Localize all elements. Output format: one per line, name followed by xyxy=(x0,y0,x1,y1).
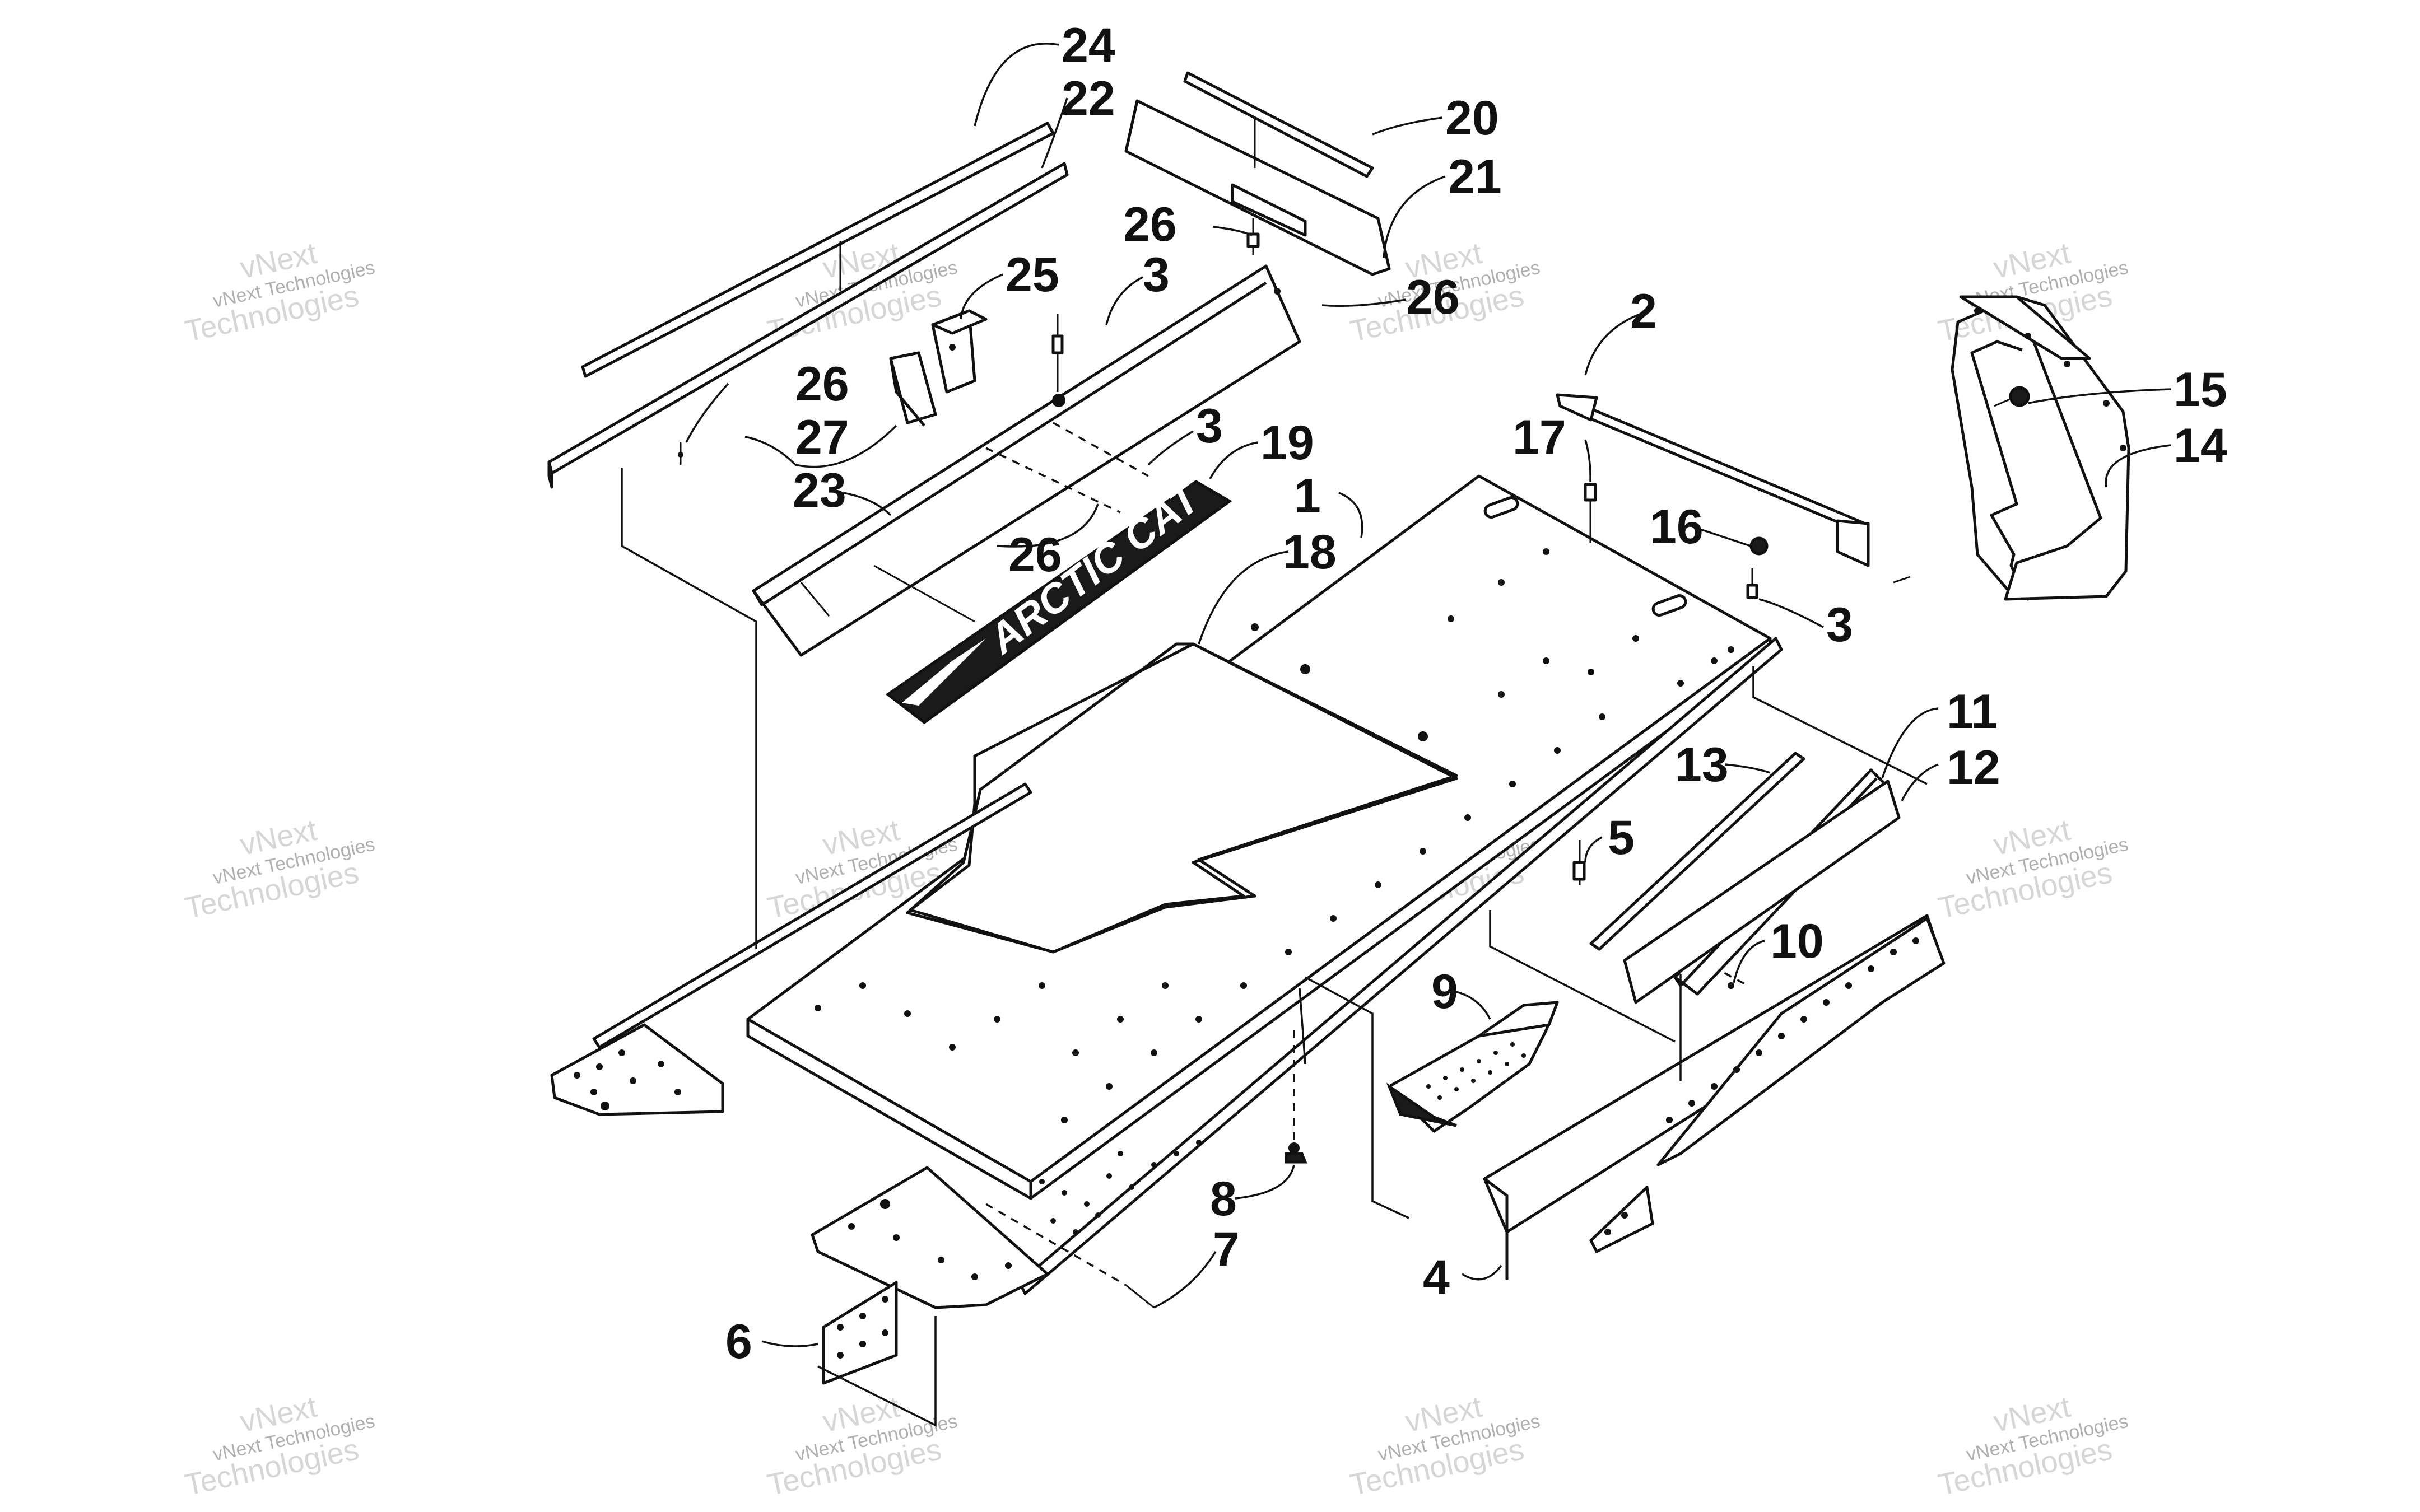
callout-14: 14 xyxy=(2174,419,2227,473)
callout-12: 12 xyxy=(1947,741,2000,795)
callout-24: 24 xyxy=(1062,18,1115,72)
part-6-plate xyxy=(822,1281,898,1385)
part-9-footrest xyxy=(1386,1001,1559,1133)
part-1-rail-left xyxy=(592,782,1032,1049)
part-3-bolt-upper xyxy=(1051,314,1064,392)
callout-27: 27 xyxy=(795,410,849,464)
part-3-bolt-lower xyxy=(1746,568,1911,599)
callout-leaders xyxy=(685,43,2171,1347)
watermark-5: vNext vNext Technologies Technologies xyxy=(182,813,377,925)
callout-2: 2 xyxy=(1630,284,1657,338)
callout-13: 13 xyxy=(1675,738,1729,792)
callout-16: 16 xyxy=(1650,500,1704,554)
watermark-12: vNext vNext Technologies Technologies xyxy=(1935,1390,2130,1502)
part-22-rail xyxy=(547,162,1069,489)
part-23-panel xyxy=(752,264,1301,657)
part-8-nut xyxy=(1285,1030,1307,1164)
part-15-screw xyxy=(1994,386,2030,407)
callout-26d: 26 xyxy=(1008,528,1062,582)
part-24-rail xyxy=(581,122,1055,378)
watermark-10: vNext vNext Technologies Technologies xyxy=(765,1390,960,1502)
assembly-lines xyxy=(621,468,1928,1427)
part-16-nut xyxy=(1749,536,1769,556)
callout-18: 18 xyxy=(1283,525,1337,579)
callout-8: 8 xyxy=(1210,1172,1237,1226)
left-footrest-plate xyxy=(550,1023,724,1116)
callout-6: 6 xyxy=(725,1315,752,1369)
callout-15: 15 xyxy=(2174,363,2227,417)
callout-26b: 26 xyxy=(1406,270,1460,324)
callout-labels: 24 22 20 21 26 3 25 26 2 15 14 26 27 3 1… xyxy=(725,18,2227,1369)
callout-19: 19 xyxy=(1260,416,1314,470)
part-27-bracket xyxy=(889,351,937,427)
part-26-pin-left xyxy=(678,442,683,465)
callout-3b: 3 xyxy=(1196,399,1223,453)
callout-26c: 26 xyxy=(795,357,849,411)
part-1-rail-right xyxy=(1018,637,1783,1295)
part-13-rail xyxy=(1589,752,1805,951)
callout-3a: 3 xyxy=(1143,248,1170,302)
callout-7: 7 xyxy=(1213,1222,1240,1276)
watermark-11: vNext vNext Technologies Technologies xyxy=(1347,1390,1542,1502)
callout-22: 22 xyxy=(1062,72,1115,125)
callout-21: 21 xyxy=(1448,150,1502,204)
part-17-grommet xyxy=(1584,483,1597,543)
part-18-pad xyxy=(906,642,1458,954)
callout-23: 23 xyxy=(793,464,846,517)
part-7-bolt xyxy=(985,1203,1155,1309)
part-26-pin-top xyxy=(1246,218,1260,255)
callout-10: 10 xyxy=(1770,914,1824,968)
callout-26a: 26 xyxy=(1123,198,1177,251)
watermark-9: vNext vNext Technologies Technologies xyxy=(182,1390,377,1502)
callout-11: 11 xyxy=(1947,685,1998,739)
part-2-rail xyxy=(1556,393,1870,567)
callout-17: 17 xyxy=(1513,410,1566,464)
callout-9: 9 xyxy=(1431,965,1458,1019)
watermark-1: vNext vNext Technologies Technologies xyxy=(182,236,377,348)
part-20-strip xyxy=(1183,71,1374,178)
callout-4: 4 xyxy=(1423,1250,1450,1304)
part-21-bracket xyxy=(1124,99,1391,276)
part-5-bolt xyxy=(1572,840,1586,885)
part-4-running-board xyxy=(1483,914,1946,1280)
part-25-bracket xyxy=(931,309,988,394)
lower-running-board xyxy=(811,1140,1202,1309)
callout-5: 5 xyxy=(1608,811,1635,865)
part-12-bracket xyxy=(1623,780,1901,1004)
watermark-8: vNext vNext Technologies Technologies xyxy=(1935,813,2130,925)
callout-3c: 3 xyxy=(1826,598,1853,652)
callout-25: 25 xyxy=(1006,248,1059,302)
callout-20: 20 xyxy=(1445,91,1499,145)
callout-1: 1 xyxy=(1294,469,1321,523)
part-14-flap xyxy=(1951,295,2130,601)
